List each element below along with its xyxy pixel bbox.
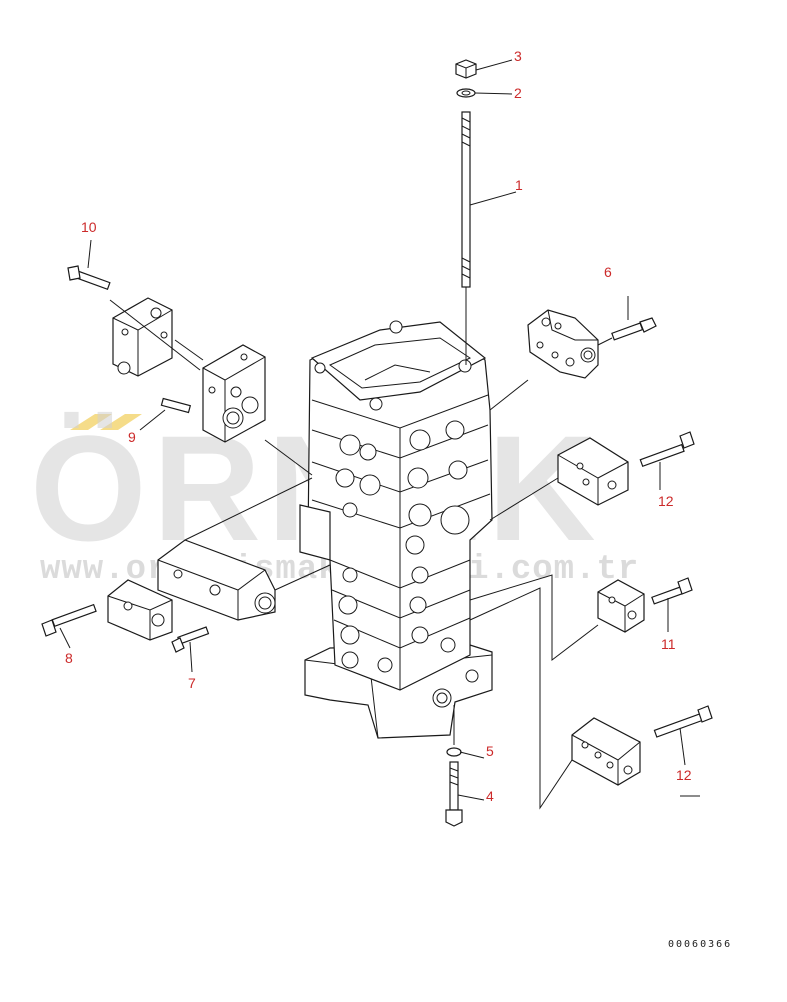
bolt-7: [177, 626, 210, 645]
bolt-11: [651, 586, 684, 605]
left-upper-block-assembly: [67, 265, 313, 476]
tie-bolt: [461, 111, 471, 288]
bottom-bolt-assembly: [445, 705, 463, 827]
upper-right-valve: [489, 309, 657, 411]
leader-lines: [59, 59, 700, 801]
callout-12-lower: 12: [676, 767, 692, 783]
callout-12-upper: 12: [658, 493, 674, 509]
control-valve-assembly: [299, 320, 493, 739]
callout-labels: 1 2 3 4 5 6 7 8 9 10 11 12 12: [65, 48, 692, 804]
drawing-code: 00060366: [668, 939, 733, 950]
bolt-12-lower: [653, 713, 703, 738]
bolt-9: [160, 397, 192, 414]
callout-9: 9: [128, 429, 136, 445]
callout-6: 6: [604, 264, 612, 280]
left-lower-block-assembly: [41, 477, 331, 653]
bolt-6: [611, 322, 644, 341]
valve-top-plate: [310, 321, 487, 401]
callout-2: 2: [514, 85, 522, 101]
right-blocks-assembly: [469, 431, 713, 810]
bottom-washer: [446, 747, 462, 757]
callout-8: 8: [65, 650, 73, 666]
callout-11: 11: [661, 636, 676, 652]
block-12-lower: [571, 717, 641, 786]
watermark-accent-mark: [70, 414, 142, 430]
callout-3: 3: [514, 48, 522, 64]
bolt-12-upper: [639, 443, 685, 468]
bolt-8: [51, 603, 97, 628]
callout-4: 4: [486, 788, 494, 804]
callout-10: 10: [81, 219, 97, 235]
tie-bolt-assembly: [455, 59, 477, 365]
valve-side-flange: [299, 504, 331, 561]
callout-1: 1: [515, 177, 523, 193]
callout-7: 7: [188, 675, 196, 691]
callout-5: 5: [486, 743, 494, 759]
valve-ports: [335, 420, 470, 673]
